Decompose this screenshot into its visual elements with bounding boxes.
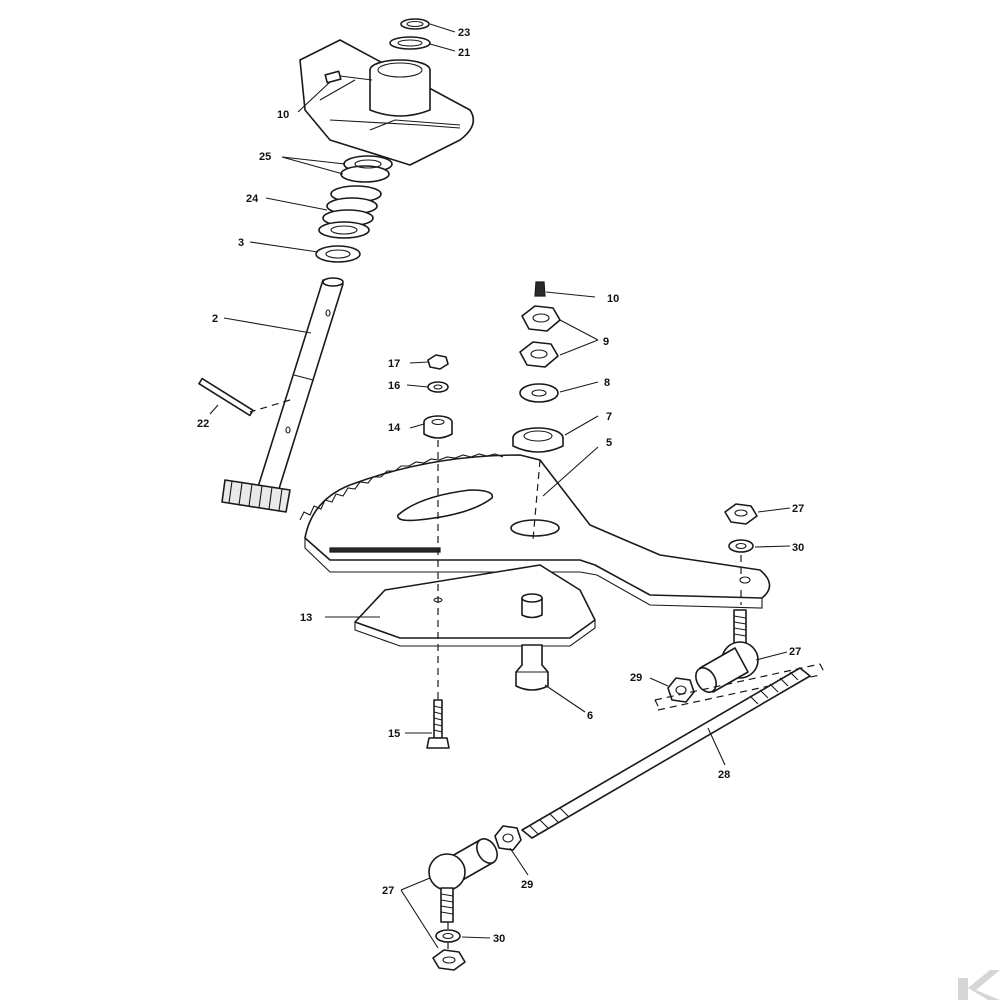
callout-29-lower: 29 [521, 879, 533, 891]
washer-3 [315, 245, 361, 263]
sector-gear-plate [299, 453, 771, 609]
nut-27-lower [432, 949, 466, 971]
callout-29-right: 29 [630, 672, 642, 684]
base-plate [354, 564, 596, 647]
grease-nipple-top [324, 70, 373, 84]
housing-cover [299, 39, 475, 166]
grease-nipple-right [534, 281, 546, 297]
spring-washers-25 [340, 155, 393, 183]
nut-29-right [667, 677, 695, 703]
pinion-gear [221, 479, 291, 513]
callout-21: 21 [458, 47, 470, 59]
callout-5: 5 [606, 437, 612, 449]
callout-7: 7 [606, 411, 612, 423]
callout-16: 16 [388, 380, 400, 392]
bushing-14 [423, 415, 453, 439]
tie-rod [521, 667, 811, 839]
nut-29-lower [494, 825, 522, 851]
pivot-pin-6 [515, 593, 549, 691]
callout-25: 25 [259, 151, 271, 163]
callout-30-lower: 30 [493, 933, 505, 945]
callout-17: 17 [388, 358, 400, 370]
callout-14: 14 [388, 422, 401, 434]
nut-9-lower [519, 341, 559, 368]
washer-8 [519, 383, 559, 403]
callout-8: 8 [604, 377, 610, 389]
watermark-logo [958, 970, 1000, 1000]
callout-27-right-nut: 27 [792, 503, 804, 515]
washer-21 [389, 36, 431, 50]
spring-stack-24 [318, 185, 382, 239]
callout-3: 3 [238, 237, 244, 249]
washer-23 [400, 18, 430, 30]
callout-10-top: 10 [277, 109, 289, 121]
callout-27-lower: 27 [382, 885, 394, 897]
washer-30-right [728, 539, 754, 553]
callout-15: 15 [388, 728, 400, 740]
steering-shaft [257, 277, 344, 493]
spring-washer-7 [512, 427, 564, 453]
bolt-15 [426, 699, 450, 749]
callout-27-right-joint: 27 [789, 646, 801, 658]
callout-28: 28 [718, 769, 730, 781]
assembly-axis-lines [249, 399, 742, 952]
callout-22: 22 [197, 418, 209, 430]
callout-9: 9 [603, 336, 609, 348]
roll-pin-22 [198, 377, 254, 417]
nut-27-right [724, 503, 758, 525]
callout-6: 6 [587, 710, 593, 722]
washer-16 [427, 381, 449, 393]
callout-10-right: 10 [607, 293, 619, 305]
ball-joint-right [695, 609, 759, 693]
callout-2: 2 [212, 313, 218, 325]
leader-lines [209, 23, 791, 949]
callout-13: 13 [300, 612, 312, 624]
nut-17 [427, 354, 449, 370]
callout-24: 24 [246, 193, 259, 205]
callout-labels: 23 21 10 25 24 3 2 22 10 9 17 16 8 14 7 … [197, 27, 804, 945]
callout-30-right: 30 [792, 542, 804, 554]
ball-joint-lower [428, 838, 498, 923]
callout-23: 23 [458, 27, 470, 39]
washer-30-lower [435, 929, 461, 943]
nut-9-upper [521, 305, 561, 332]
